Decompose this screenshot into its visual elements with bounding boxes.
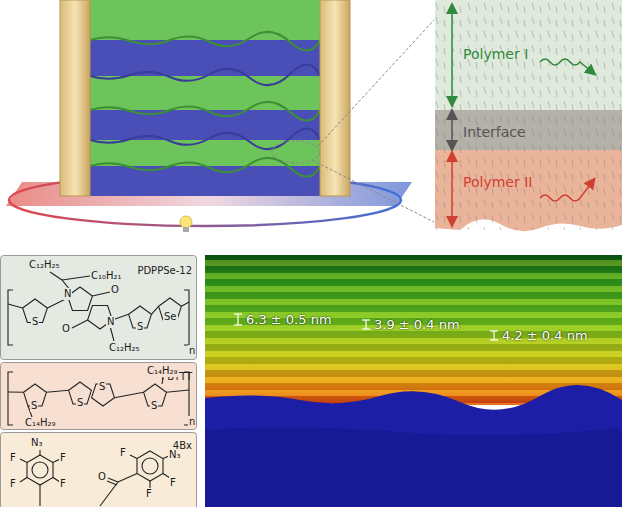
atom-label: S xyxy=(31,316,39,328)
atom-label: n xyxy=(188,345,196,357)
scale-label: 4.2 ± 0.4 nm xyxy=(502,328,588,343)
node-label: Polymer II xyxy=(463,174,532,190)
layer-band: Polymer II xyxy=(435,150,622,230)
atom-label: O xyxy=(97,471,107,483)
node-label: Polymer I xyxy=(463,46,528,62)
interface-band: Interface xyxy=(435,110,622,150)
atom-label: S xyxy=(98,381,106,393)
atom-label: n xyxy=(188,416,196,428)
atom-label: N xyxy=(106,316,115,328)
atom-label: N₃ xyxy=(168,449,182,461)
node-label: PDPPSe-12 xyxy=(137,265,192,276)
atom-label: C₁₂H₂₅ xyxy=(28,259,61,271)
atom-label: S xyxy=(150,400,158,412)
atom-label: C₁₄H₂₉ xyxy=(146,365,179,377)
atom-label: F xyxy=(145,488,153,500)
atom-label: C₁₀H₂₁ xyxy=(90,270,123,282)
atom-label: N₃ xyxy=(30,437,44,449)
atom-label: F xyxy=(59,452,67,464)
node-label: Interface xyxy=(463,124,526,140)
atom-label: F xyxy=(9,478,17,490)
atom-label: C₁₂H₂₅ xyxy=(108,342,141,354)
atom-label: S xyxy=(30,400,38,412)
atom-label: F xyxy=(9,452,17,464)
atom-label: F xyxy=(119,447,127,459)
atom-label: O xyxy=(61,323,71,335)
atom-label: S xyxy=(76,397,84,409)
scale-label: 3.9 ± 0.4 nm xyxy=(374,317,460,332)
atom-label: C₁₄H₂₉ xyxy=(24,417,57,429)
atom-label: O xyxy=(110,284,120,296)
atom-label: F xyxy=(59,478,67,490)
atom-label: N xyxy=(63,288,72,300)
layer-band: Polymer I xyxy=(435,0,622,110)
atom-label: S xyxy=(136,321,144,333)
atom-label: Se xyxy=(163,311,178,323)
atom-label: F xyxy=(169,477,177,489)
scale-label: 6.3 ± 0.5 nm xyxy=(246,312,332,327)
